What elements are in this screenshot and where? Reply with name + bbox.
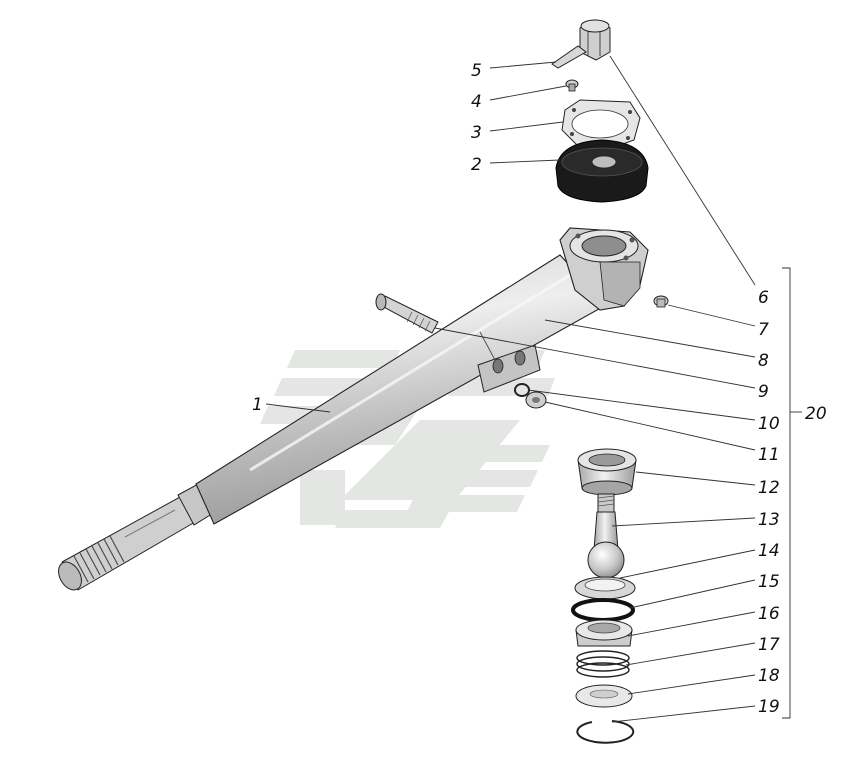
ball-stud <box>587 493 625 579</box>
callout-labels: 1 2 3 4 5 6 7 8 9 10 11 12 13 14 15 16 1… <box>252 61 827 717</box>
callout-3: 3 <box>471 123 482 143</box>
callout-7: 7 <box>758 320 769 340</box>
ball-liner <box>575 619 633 647</box>
clamp-bolt <box>375 293 439 334</box>
castle-nut <box>579 19 611 61</box>
callout-14: 14 <box>758 541 780 561</box>
o-ring <box>571 598 635 622</box>
clamp-nut <box>525 391 547 409</box>
cotter-pin <box>551 45 587 69</box>
callout-16: 16 <box>758 604 780 624</box>
bearing-washer <box>574 576 636 600</box>
cover-screw <box>565 79 579 92</box>
compression-spring <box>576 650 630 678</box>
callout-1: 1 <box>252 395 263 415</box>
ball-cup <box>577 448 637 496</box>
callout-15: 15 <box>758 572 780 592</box>
callout-4: 4 <box>471 92 482 112</box>
grease-screw <box>653 295 669 308</box>
callout-8: 8 <box>758 351 769 371</box>
rubber-seal <box>555 139 649 203</box>
snap-ring <box>576 720 635 744</box>
callout-12: 12 <box>758 478 780 498</box>
callout-2: 2 <box>471 155 482 175</box>
steering-shaft <box>58 227 649 591</box>
callout-19: 19 <box>758 697 780 717</box>
callout-10: 10 <box>758 414 780 434</box>
callout-11: 11 <box>758 445 780 465</box>
callout-9: 9 <box>758 382 769 402</box>
callout-20: 20 <box>805 404 827 424</box>
callout-18: 18 <box>758 666 780 686</box>
plate-washer <box>575 684 633 708</box>
callout-13: 13 <box>758 510 780 530</box>
leader-lines <box>265 55 802 723</box>
callout-17: 17 <box>758 635 780 655</box>
callout-6: 6 <box>758 288 769 308</box>
cover-plate <box>561 99 641 149</box>
callout-5: 5 <box>471 61 482 81</box>
